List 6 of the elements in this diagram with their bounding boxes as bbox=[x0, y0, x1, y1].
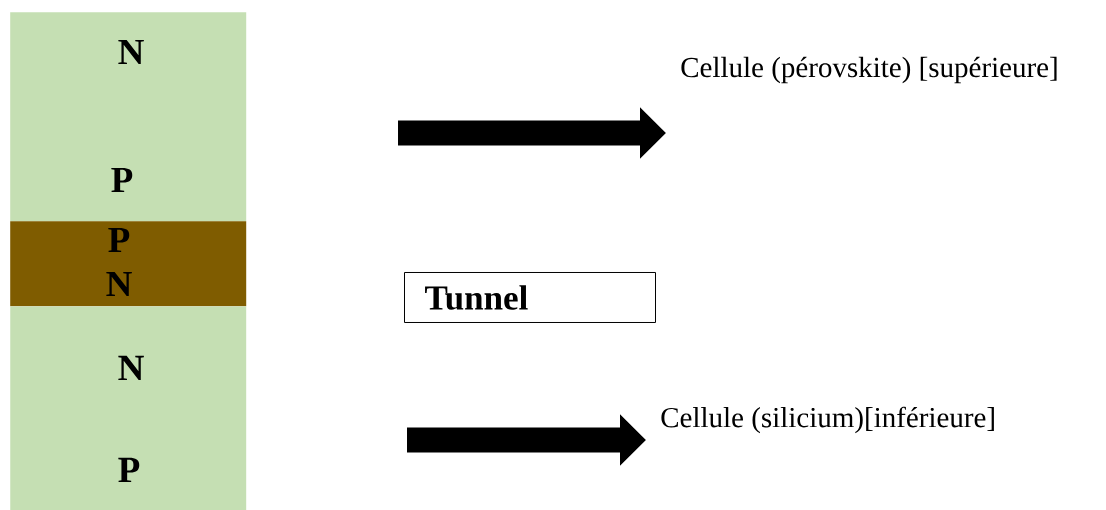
layer-band: P N bbox=[10, 221, 247, 307]
layer-band: N P bbox=[10, 12, 247, 222]
cell-label: Cellule (silicium)[inférieure] bbox=[661, 406, 994, 434]
label-box: Tunnel bbox=[404, 272, 656, 323]
cell-label: Cellule (pérovskite) [supérieure] bbox=[681, 56, 1057, 84]
layer-band: N P bbox=[10, 306, 247, 510]
